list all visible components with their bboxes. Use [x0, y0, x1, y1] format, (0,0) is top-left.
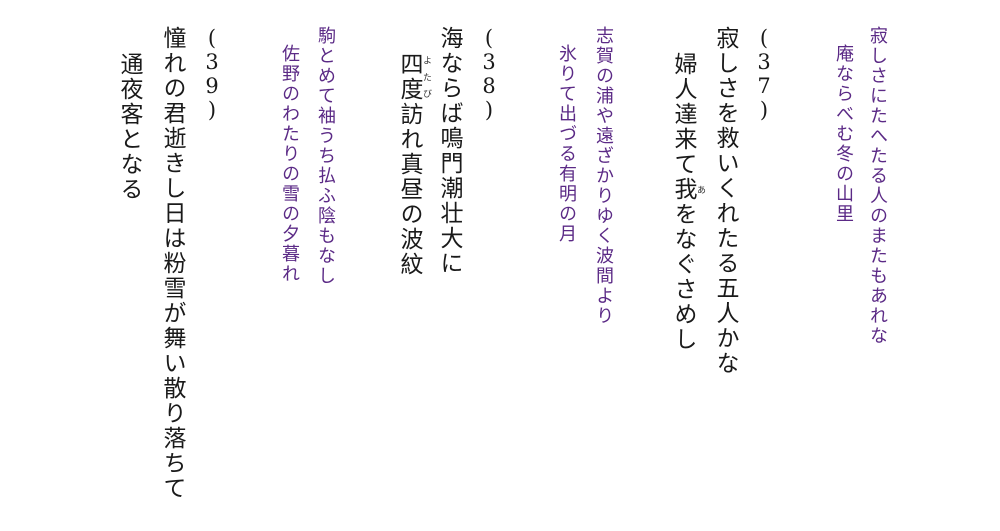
poem-38-line-2-post: 訪れ真昼の波紋 — [396, 102, 422, 277]
poem-37-line-2-post: をなぐさめし — [670, 202, 696, 352]
poem-37-ruby-reading: あ — [695, 177, 705, 202]
poem-37-line-1: 寂しさを救いくれたる五人かな — [712, 26, 738, 376]
poem-37-ruby-base: 我 — [670, 177, 696, 202]
poem-38-line-1: 海ならば鳴門潮壮大に — [436, 26, 462, 276]
poem-37-number: (37) — [752, 26, 776, 122]
poem-38-line-2: 四度よたび訪れ真昼の波紋 — [396, 52, 431, 277]
poem-37-ruby: 我あ — [670, 177, 705, 202]
poem-38-ruby: 四度よたび — [396, 52, 431, 102]
poem-37-line-2: 婦人達来て我あをなぐさめし — [670, 52, 705, 352]
poem-39-line-2: 通夜客となる — [116, 52, 142, 202]
poem-37-line-2-pre: 婦人達来て — [670, 52, 696, 177]
honka-38-line-1: 志賀の浦や遠ざかりゆく波間より — [593, 26, 614, 326]
poem-38-ruby-base: 四度 — [396, 52, 422, 102]
honka-37-line-1: 寂しさにたへたる人のまたもあれな — [867, 26, 888, 346]
poem-38-ruby-reading: よたび — [421, 52, 431, 102]
honka-39-line-2: 佐野のわたりの雪の夕暮れ — [279, 44, 300, 284]
poem-39-line-1: 憧れの君逝きし日は粉雪が舞い散り落ちて — [159, 26, 185, 501]
honka-38-line-2: 氷りて出づる有明の月 — [556, 44, 577, 244]
honka-37-line-2: 庵ならべむ冬の山里 — [833, 44, 854, 224]
poem-38-number: (38) — [477, 26, 501, 122]
poem-39-number: (39) — [200, 26, 224, 122]
honka-39-line-1: 駒とめて袖うち払ふ陰もなし — [315, 26, 336, 286]
